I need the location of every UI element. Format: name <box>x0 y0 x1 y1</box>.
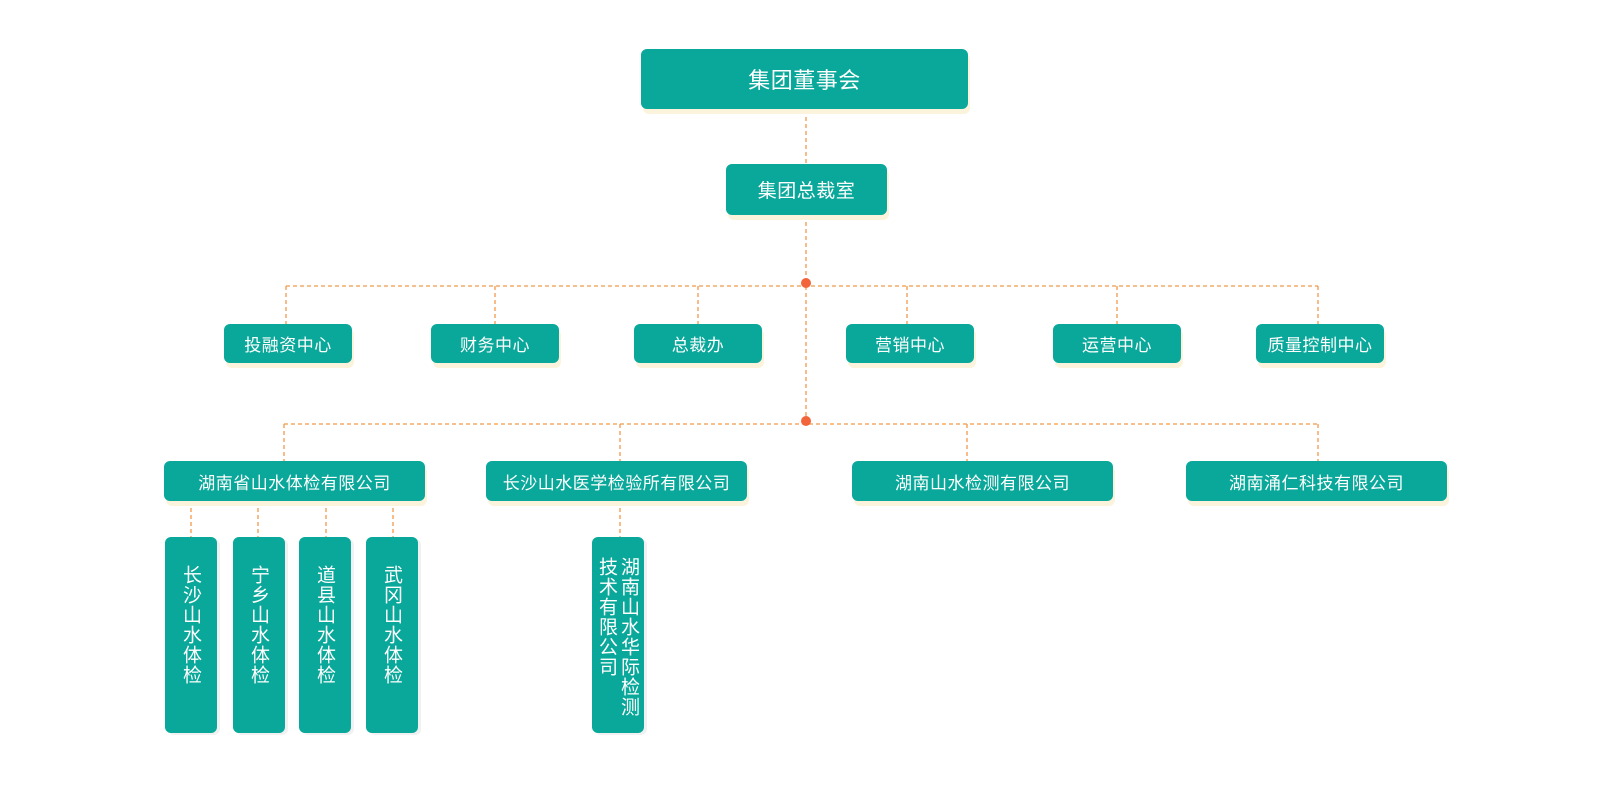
president-office-label: 集团总裁室 <box>757 180 856 202</box>
branch-label: 宁乡山水体检 <box>248 565 270 685</box>
president-office-node: 集团总裁室 <box>726 164 887 215</box>
center-node-marketing: 营销中心 <box>846 324 974 363</box>
center-label: 质量控制中心 <box>1267 336 1373 356</box>
branch-node-daoxian: 道县山水体检 <box>299 537 351 733</box>
center-node-investment: 投融资中心 <box>224 324 352 363</box>
company-node-hunan-yongren-tech: 湖南涌仁科技有限公司 <box>1186 461 1447 501</box>
junction-dot-companies <box>801 416 811 426</box>
branch-node-ningxiang: 宁乡山水体检 <box>233 537 285 733</box>
company-label: 湖南山水检测有限公司 <box>895 473 1070 494</box>
center-node-quality-control: 质量控制中心 <box>1256 324 1384 363</box>
junction-dot-centers <box>801 278 811 288</box>
branch-label: 道县山水体检 <box>314 565 336 685</box>
company-label: 湖南省山水体检有限公司 <box>198 473 391 494</box>
branch-label: 长沙山水体检 <box>180 565 202 685</box>
branch-label: 武冈山水体检 <box>381 565 403 685</box>
company-label: 湖南涌仁科技有限公司 <box>1229 473 1404 494</box>
board-node: 集团董事会 <box>641 49 968 109</box>
branch-node-wugang: 武冈山水体检 <box>366 537 418 733</box>
center-node-operations: 运营中心 <box>1053 324 1181 363</box>
center-node-finance: 财务中心 <box>431 324 559 363</box>
board-label: 集团董事会 <box>748 69 861 94</box>
center-label: 营销中心 <box>875 336 945 356</box>
company-node-changsha-medical-lab: 长沙山水医学检验所有限公司 <box>486 461 747 501</box>
center-label: 运营中心 <box>1082 336 1152 356</box>
branch-node-changsha: 长沙山水体检 <box>165 537 217 733</box>
center-label: 投融资中心 <box>244 336 332 356</box>
center-label: 总裁办 <box>671 336 725 356</box>
center-node-president-office: 总裁办 <box>634 324 762 363</box>
company-node-hunan-testing: 湖南山水检测有限公司 <box>852 461 1113 501</box>
subsidiary-node-huaji-testing: 湖南山水华际检测技术有限公司 <box>592 537 644 733</box>
company-node-hunan-health-check: 湖南省山水体检有限公司 <box>164 461 425 501</box>
company-label: 长沙山水医学检验所有限公司 <box>502 473 731 494</box>
subsidiary-label: 湖南山水华际检测技术有限公司 <box>596 557 640 717</box>
center-label: 财务中心 <box>460 336 530 356</box>
